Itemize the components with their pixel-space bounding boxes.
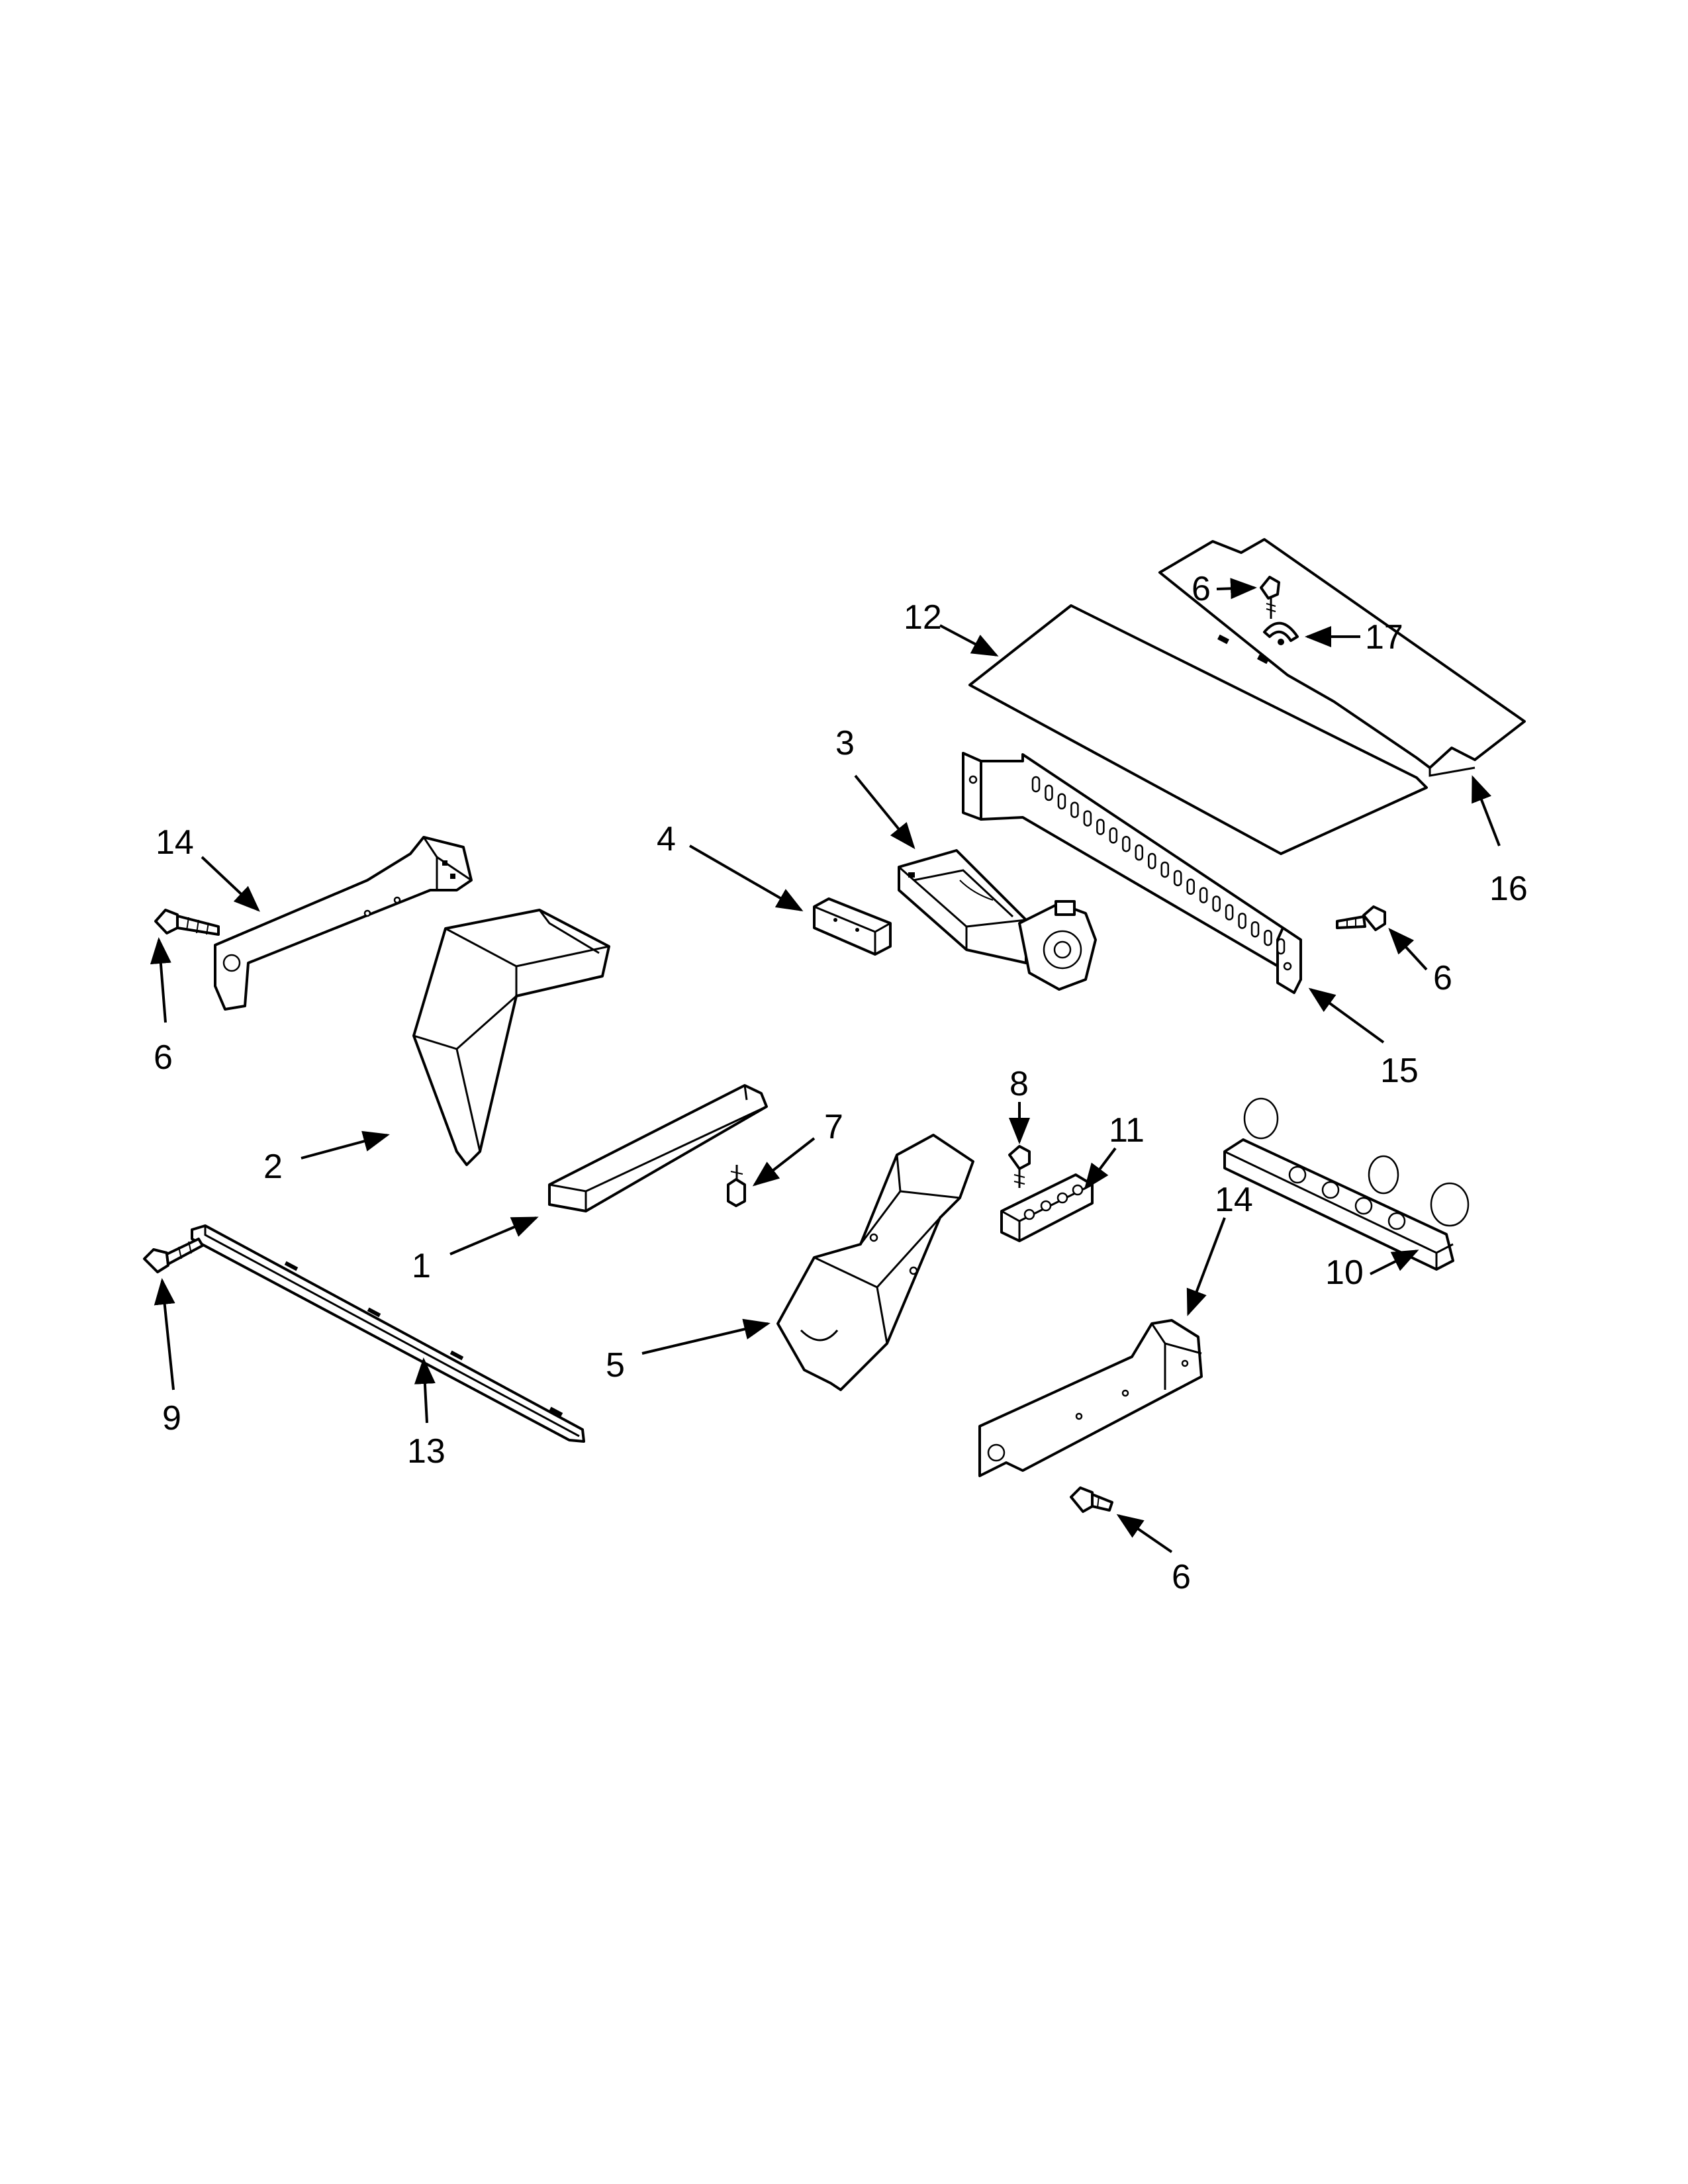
vent-slot (1031, 776, 1041, 793)
leader-16 (1472, 775, 1501, 846)
callout-14-left: 14 (156, 823, 194, 862)
leader-3 (854, 774, 915, 850)
vent-slot (1212, 895, 1221, 912)
vent-slot (1045, 784, 1053, 801)
callout-6-bottom: 6 (1172, 1558, 1191, 1596)
vent-slot (1264, 929, 1272, 946)
leader-15 (1308, 987, 1385, 1044)
vent-slot (1057, 793, 1066, 810)
leader-5 (641, 1318, 771, 1355)
callout-3: 3 (835, 724, 855, 762)
part-12-top-cover (968, 604, 1428, 855)
part-10-switch-panel (1223, 1097, 1470, 1271)
part-11-terminal-block (1000, 1173, 1094, 1242)
callout-6-top: 6 (1192, 570, 1211, 608)
screw-icon (143, 1238, 204, 1273)
callout-13: 13 (407, 1432, 445, 1471)
part-1-tray (548, 1084, 768, 1212)
vent-slot (1238, 913, 1246, 929)
leader-14-left (201, 856, 260, 912)
callout-10: 10 (1325, 1253, 1364, 1292)
callout-9: 9 (162, 1399, 181, 1437)
callout-labels: 12 6 17 16 3 4 6 15 14 6 2 8 7 11 14 1 1… (154, 570, 1528, 1596)
callout-15: 15 (1380, 1052, 1419, 1090)
callout-6-right: 6 (1433, 959, 1452, 997)
part-15-vented-bracket (962, 752, 1302, 994)
part-14-side-bracket-right (978, 1319, 1203, 1477)
vent-slot (1199, 887, 1208, 903)
callout-8: 8 (1009, 1065, 1029, 1103)
vent-slot (1148, 852, 1156, 870)
screw-icon (1070, 1486, 1113, 1513)
leader-12 (939, 624, 999, 657)
callout-7: 7 (824, 1108, 843, 1146)
screw-icon (1336, 905, 1386, 931)
leader-11 (1084, 1147, 1117, 1191)
callout-5: 5 (606, 1346, 625, 1385)
part-14-side-bracket-left (214, 836, 473, 1011)
screw-icon (727, 1165, 746, 1207)
leader-6-left (150, 937, 171, 1023)
callout-6-left: 6 (154, 1038, 173, 1077)
leader-7 (752, 1137, 816, 1187)
callout-1: 1 (412, 1247, 431, 1285)
leader-6-right (1388, 928, 1428, 971)
vent-slot (1135, 844, 1144, 861)
callout-2: 2 (263, 1148, 283, 1186)
leader-6-bottom (1116, 1514, 1173, 1553)
screw-icon (1260, 576, 1280, 619)
leader-6-top (1216, 578, 1257, 600)
part-5-cradle (776, 1134, 974, 1391)
vent-slot (1225, 904, 1234, 921)
leader-lines (150, 578, 1501, 1553)
callout-12: 12 (904, 598, 942, 637)
vent-slot (1186, 878, 1195, 895)
vent-slot (1122, 836, 1131, 852)
vent-slot (1070, 801, 1079, 818)
leader-1 (449, 1216, 539, 1255)
part-4-block (813, 897, 892, 956)
part-13-rail (191, 1224, 585, 1443)
vent-slot (1083, 810, 1092, 827)
leader-9 (154, 1278, 175, 1390)
callout-16: 16 (1489, 870, 1528, 908)
screw-icon (154, 909, 220, 936)
part-2-duct (412, 909, 610, 1166)
screw-icon (1008, 1145, 1031, 1188)
leader-4 (688, 844, 804, 912)
leader-10 (1370, 1250, 1419, 1275)
vent-slot (1173, 870, 1182, 887)
vent-slot (1096, 819, 1105, 835)
vent-slot (1109, 827, 1118, 844)
leader-14-right (1186, 1217, 1226, 1316)
callout-11: 11 (1109, 1111, 1145, 1150)
vent-slot (1160, 861, 1169, 878)
vent-slot (1276, 938, 1286, 955)
callout-4: 4 (657, 820, 676, 858)
callout-14-right: 14 (1215, 1181, 1253, 1219)
leader-2 (301, 1130, 390, 1160)
leader-13 (414, 1357, 436, 1424)
callout-17: 17 (1365, 618, 1403, 657)
part-17-wire-clip (1263, 621, 1299, 645)
part-3-control-assembly (898, 849, 1097, 991)
vent-slot (1250, 921, 1260, 938)
